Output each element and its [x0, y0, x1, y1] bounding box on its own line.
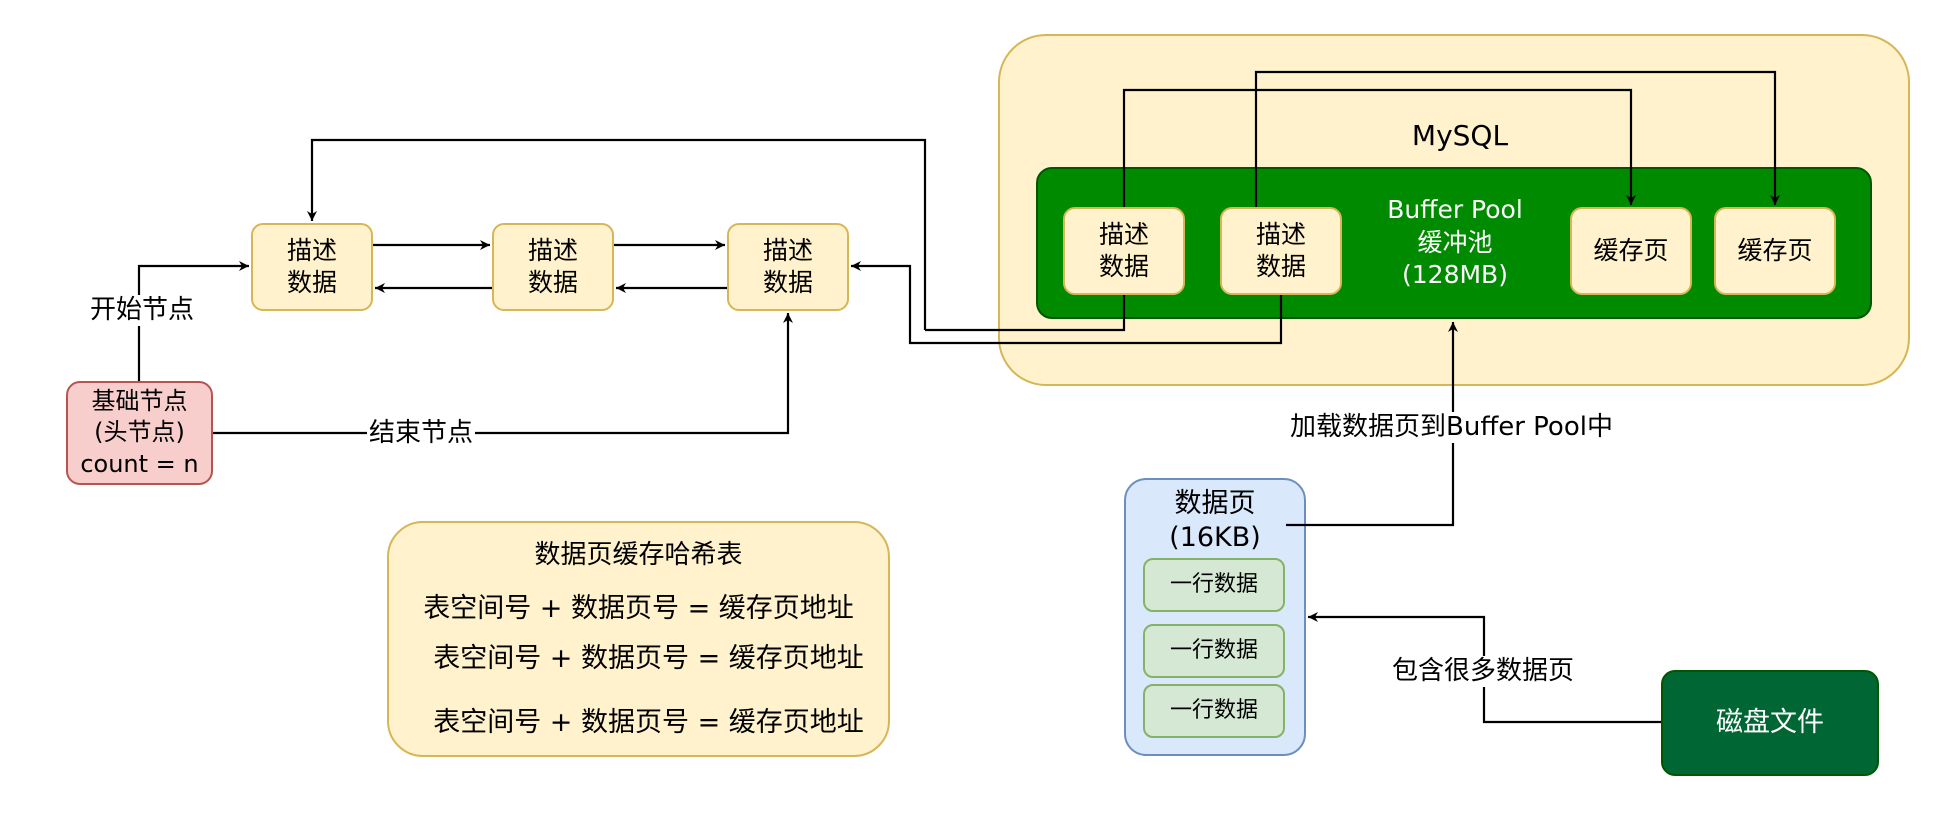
list-desc-block-3[interactable]: 描述 数据	[727, 223, 849, 311]
buffer-pool-line1: Buffer Pool	[1387, 195, 1523, 225]
base-node[interactable]: 基础节点 (头节点) count = n	[66, 381, 213, 485]
base-node-line3: count = n	[80, 449, 199, 478]
cache-page-label: 缓存页	[1593, 235, 1669, 265]
data-page-label: 数据页 (16KB)	[1124, 484, 1306, 558]
buffer-pool-line2: 缓冲池	[1417, 227, 1493, 257]
edge-label-end: 结束节点	[367, 418, 476, 450]
data-row-3[interactable]: 一行数据	[1143, 684, 1285, 738]
desc-line1: 描述	[527, 235, 578, 265]
desc-line1: 描述	[1255, 219, 1306, 249]
base-node-line1: 基础节点	[91, 387, 188, 416]
buffer-desc-block-2[interactable]: 描述 数据	[1220, 207, 1342, 295]
edge-label-start: 开始节点	[88, 295, 197, 327]
desc-line1: 描述	[762, 235, 813, 265]
data-page-line2: (16KB)	[1169, 522, 1261, 553]
cache-page-label: 缓存页	[1737, 235, 1813, 265]
desc-line2: 数据	[1098, 252, 1149, 281]
hash-table-entry-3: 表空间号 + 数据页号 = 缓存页地址	[433, 707, 864, 739]
base-node-line2: (头节点)	[94, 418, 185, 447]
buffer-pool-label: Buffer Pool 缓冲池 (128MB)	[1360, 188, 1550, 298]
list-desc-block-1[interactable]: 描述 数据	[251, 223, 373, 311]
list-desc-block-2[interactable]: 描述 数据	[492, 223, 614, 311]
buffer-pool-line3: (128MB)	[1402, 260, 1508, 290]
buffer-desc-block-1[interactable]: 描述 数据	[1063, 207, 1185, 295]
mysql-title: MySQL	[1411, 118, 1509, 152]
data-row-1[interactable]: 一行数据	[1143, 558, 1285, 612]
cache-page-2[interactable]: 缓存页	[1714, 207, 1836, 295]
desc-line2: 数据	[286, 268, 337, 297]
hash-table-title: 数据页缓存哈希表	[534, 540, 743, 571]
data-page-line1: 数据页	[1174, 488, 1256, 520]
desc-line2: 数据	[1255, 252, 1306, 281]
desc-line2: 数据	[527, 268, 578, 297]
hash-table	[387, 521, 890, 757]
cache-page-1[interactable]: 缓存页	[1570, 207, 1692, 295]
data-row-2[interactable]: 一行数据	[1143, 624, 1285, 678]
desc-line2: 数据	[762, 268, 813, 297]
edge-label-contains: 包含很多数据页	[1390, 656, 1577, 688]
hash-table-entry-1: 表空间号 + 数据页号 = 缓存页地址	[423, 593, 854, 625]
edge-end-node	[213, 313, 793, 435]
desc-line1: 描述	[1098, 219, 1149, 249]
edge-label-load: 加载数据页到Buffer Pool中	[1288, 412, 1615, 444]
hash-table-entry-2: 表空间号 + 数据页号 = 缓存页地址	[433, 643, 864, 675]
desc-line1: 描述	[286, 235, 337, 265]
disk-file[interactable]: 磁盘文件	[1661, 670, 1879, 776]
